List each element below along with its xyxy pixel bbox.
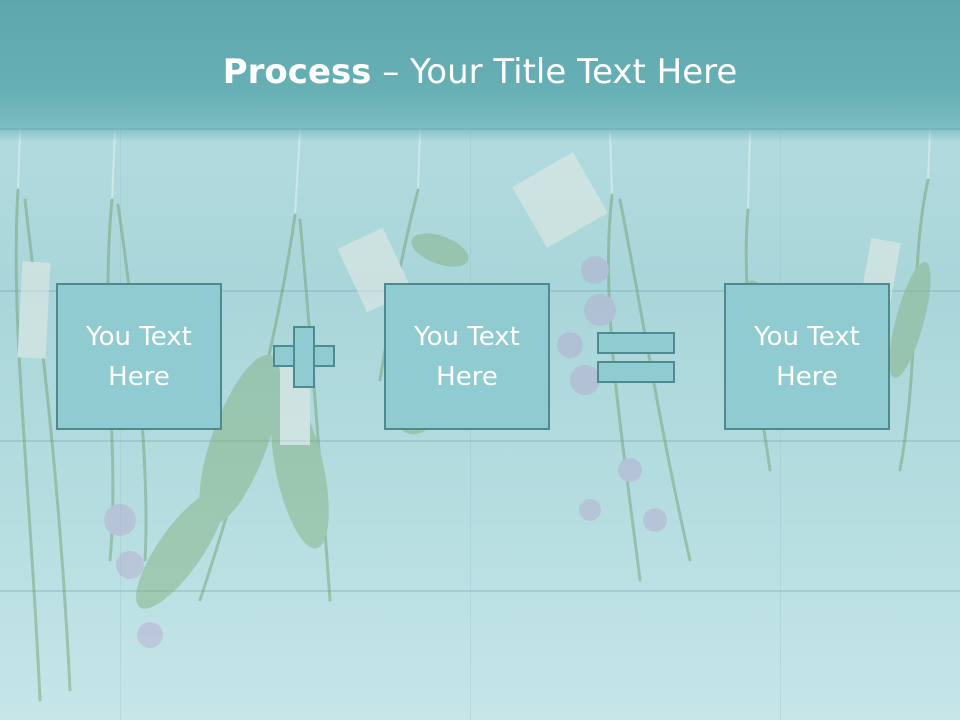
plank-line: [0, 440, 960, 442]
process-box-1[interactable]: You Text Here: [56, 283, 222, 430]
equals-icon-bottom-bar: [597, 361, 675, 383]
process-box-2[interactable]: You Text Here: [384, 283, 550, 430]
slide-title-bold: Process: [222, 52, 372, 92]
process-box-3-text: You Text Here: [754, 321, 860, 392]
equals-icon-top-bar: [597, 332, 675, 354]
plus-icon-center: [295, 347, 313, 365]
slide-title-rest: – Your Title Text Here: [371, 52, 738, 92]
title-bar-fade: [0, 128, 960, 142]
process-box-1-text: You Text Here: [86, 321, 192, 392]
process-box-2-text: You Text Here: [414, 321, 520, 392]
slide-title[interactable]: Process – Your Title Text Here: [0, 52, 960, 92]
plank-line: [0, 590, 960, 592]
process-box-3[interactable]: You Text Here: [724, 283, 890, 430]
title-bar: [0, 0, 960, 130]
